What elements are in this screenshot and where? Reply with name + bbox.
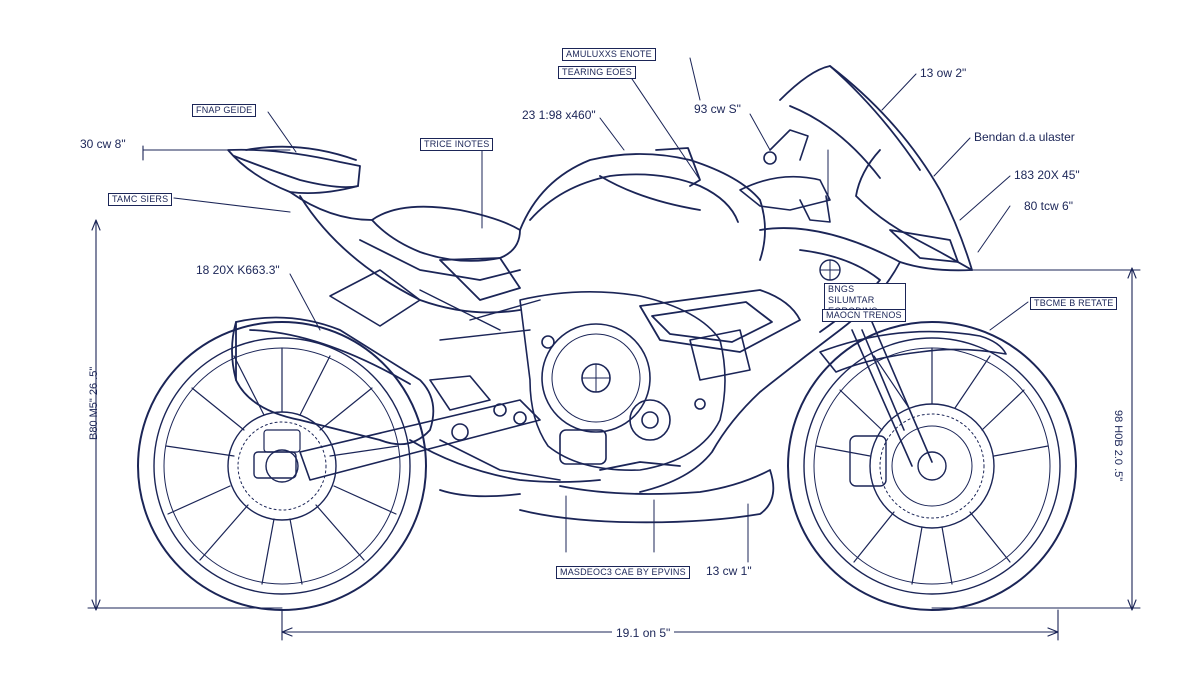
dimension-height-right: 98 H0B 2.0 .5" <box>1112 410 1124 482</box>
leader-lines <box>267 57 1029 563</box>
exhaust <box>231 316 601 498</box>
dimension-nose: 80 tcw 6" <box>1024 199 1073 213</box>
brand-badge <box>819 259 841 281</box>
front-wheel <box>787 321 1077 611</box>
handlebars <box>739 129 831 223</box>
dimension-top-right: 13 ow 2" <box>920 66 967 80</box>
callout-badge-2: MAOCN TRENOS <box>822 309 906 322</box>
tank-and-seat <box>227 145 766 314</box>
dimension-height-left: B80 M5" 26 .5" <box>88 366 100 440</box>
fairing <box>519 65 973 524</box>
callout-mid: TRICE INOTES <box>420 138 494 151</box>
swingarm <box>299 375 561 481</box>
callout-bottom: MASDEOC3 CAE BY EPVINS <box>556 566 690 579</box>
dimension-seat: 23 1:98 x460" <box>522 108 596 122</box>
dimension-top-left: 30 cw 8" <box>80 137 126 151</box>
dimension-length: 19.1 on 5" <box>612 626 675 640</box>
rear-wheel <box>137 321 427 611</box>
callout-top-2: TEARING EOES <box>558 66 636 79</box>
dimension-exhaust: 18 20X K663.3" <box>196 263 280 277</box>
engine <box>329 269 751 471</box>
callout-left-1: FNAP GEIDE <box>192 104 257 117</box>
note-right: Bendan d.a ulaster <box>974 130 1075 144</box>
callout-top-1: AMULUXXS ENOTE <box>562 48 656 61</box>
dimension-fairing: 183 20X 45" <box>1014 168 1080 182</box>
callout-left-2: TAMC SIERS <box>108 193 173 206</box>
front-fork <box>819 321 1007 467</box>
dimension-bars: 93 cw S" <box>694 102 741 116</box>
dimension-bottom: 13 cw 1" <box>706 564 752 578</box>
callout-right: TBCME B RETATE <box>1030 297 1118 310</box>
